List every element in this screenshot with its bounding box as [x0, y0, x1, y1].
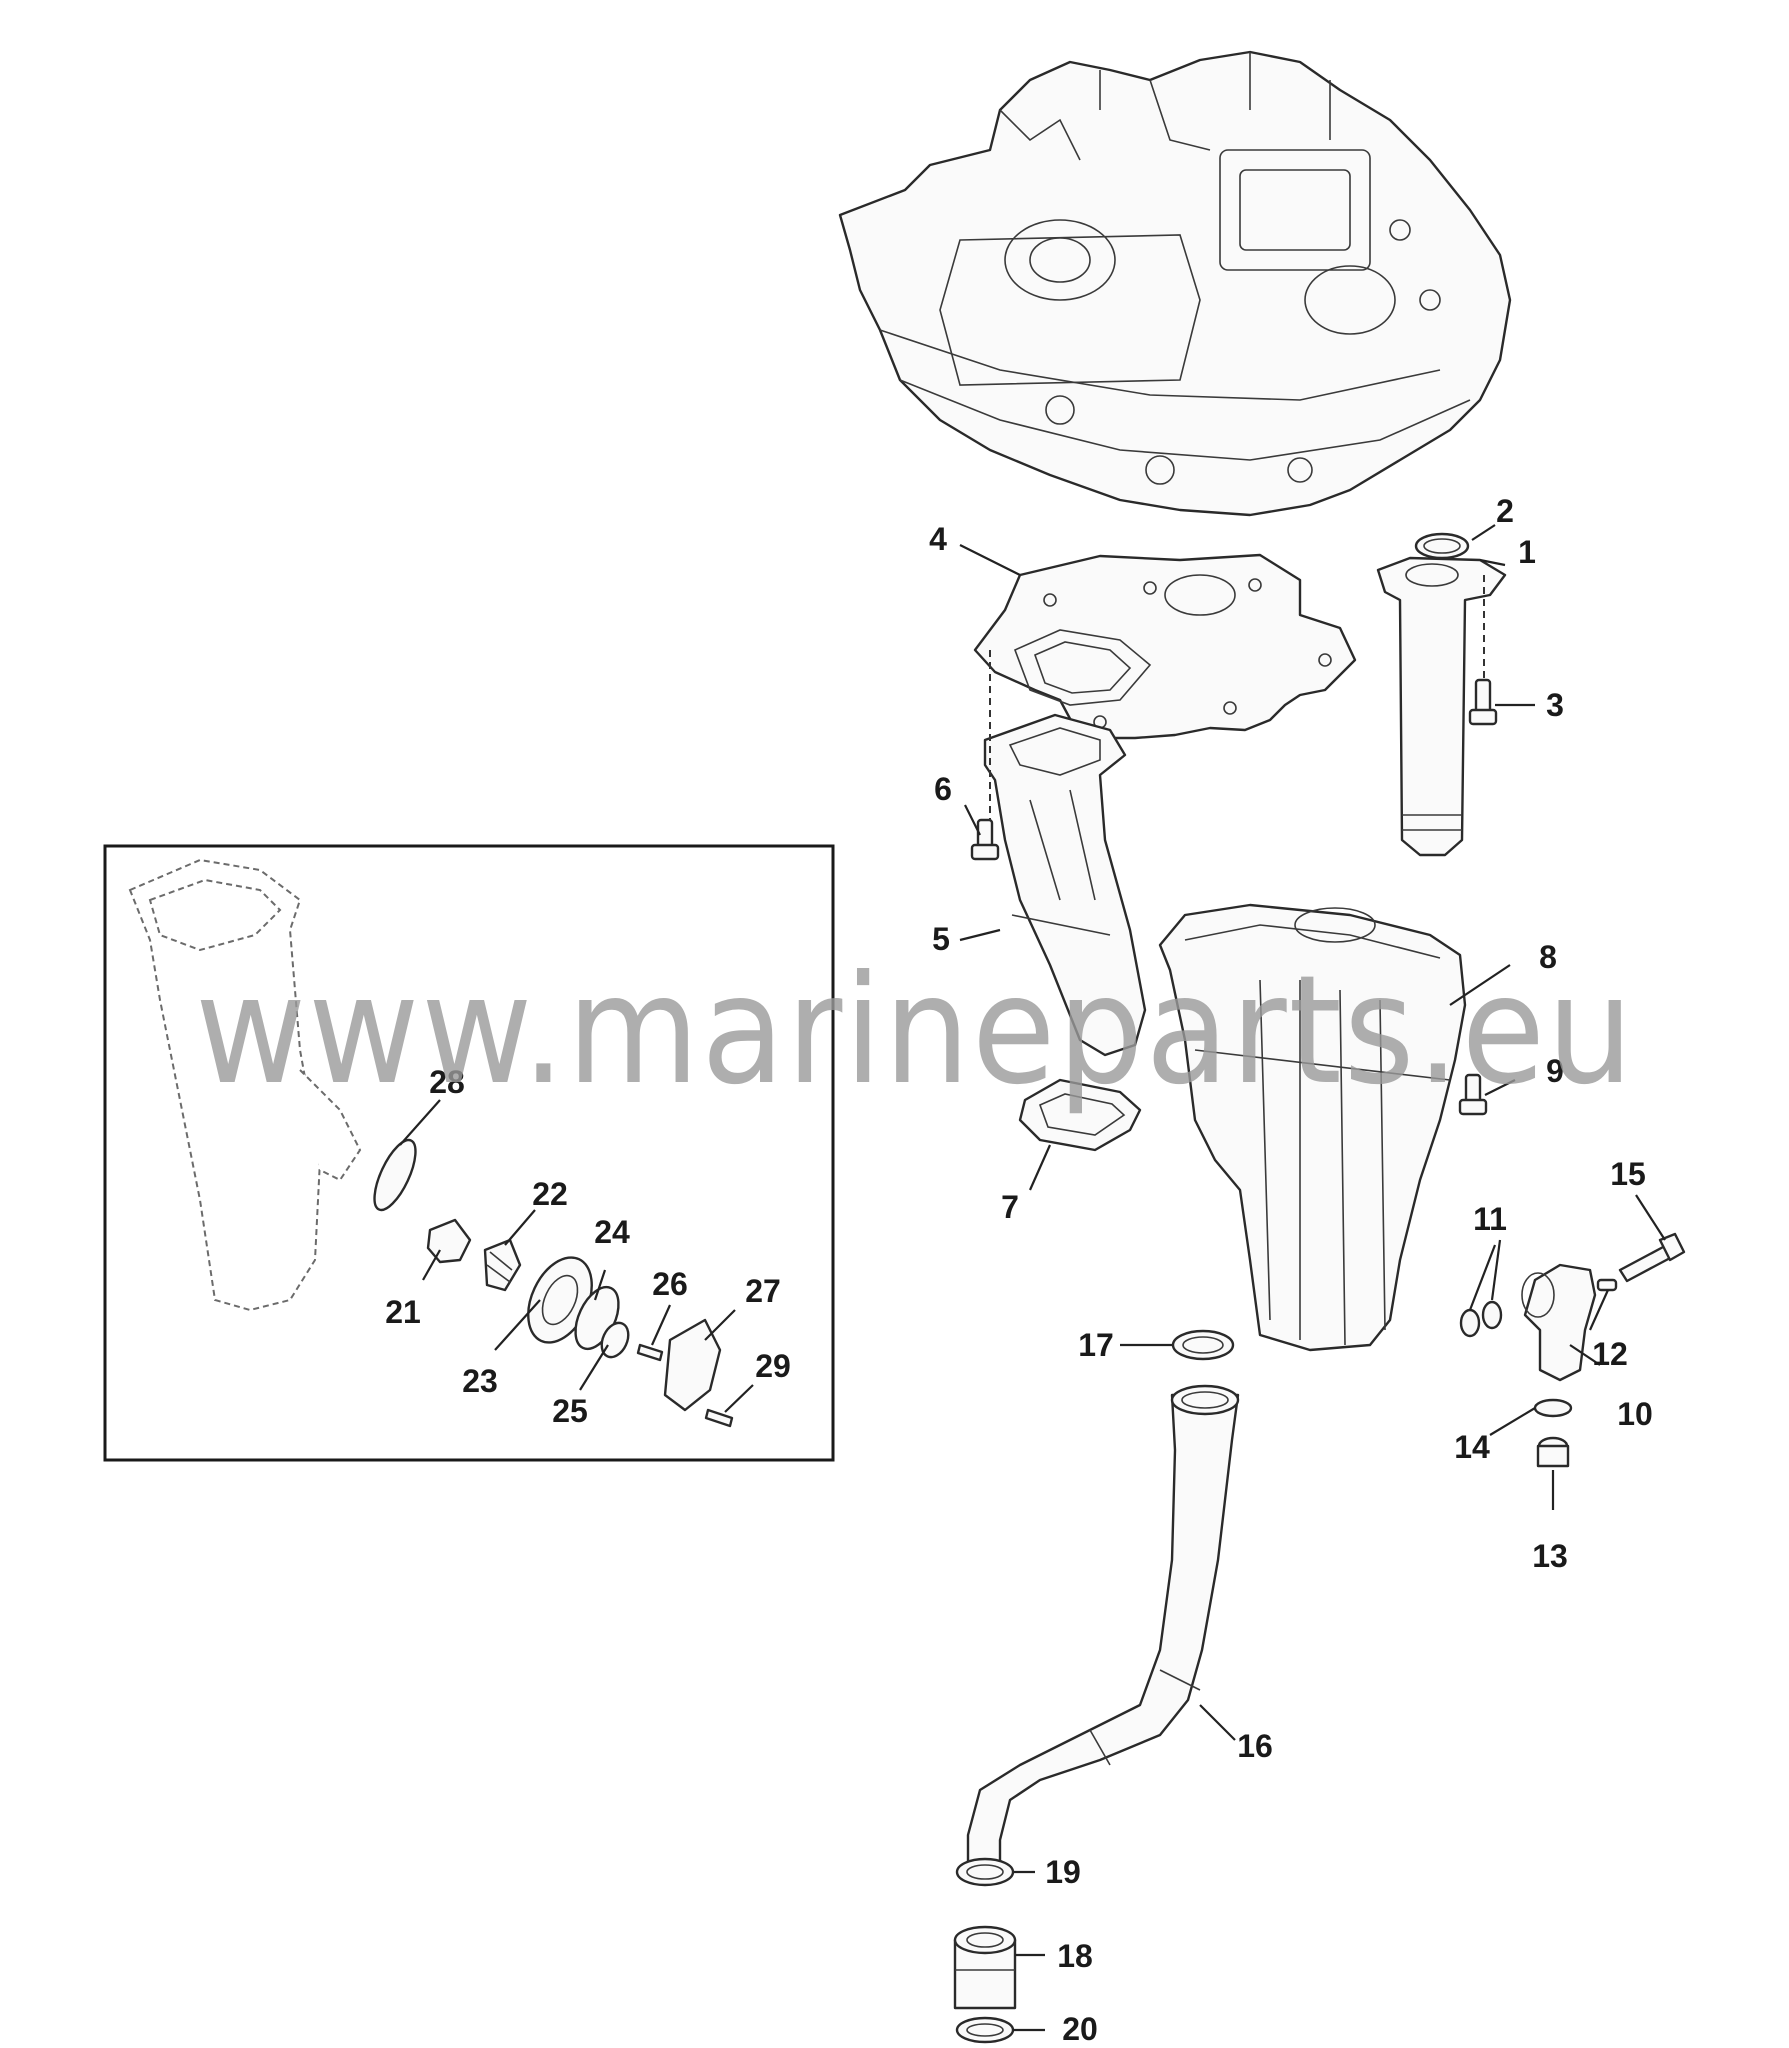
callout-2: 2 — [1496, 493, 1514, 529]
callout-11: 11 — [1473, 1201, 1507, 1237]
part-17-grommet — [1171, 1329, 1235, 1361]
part-3-bolt — [1468, 678, 1498, 726]
callout-13: 13 — [1532, 1538, 1568, 1574]
part-18-bushing — [953, 1925, 1017, 2010]
part-16-water-tube — [966, 1384, 1240, 1872]
part-8-housing — [1158, 903, 1467, 1352]
watermark-text: www.marineparts.eu — [195, 944, 1635, 1118]
callout-6: 6 — [934, 771, 952, 807]
callout-8: 8 — [1539, 939, 1557, 975]
part-11-o-rings — [1459, 1300, 1503, 1338]
part-7-seal — [1018, 1078, 1142, 1152]
callout-3: 3 — [1546, 687, 1564, 723]
callout-9: 9 — [1546, 1053, 1564, 1089]
part-4-gasket — [973, 553, 1357, 740]
callout-14: 14 — [1454, 1429, 1490, 1465]
callout-5: 5 — [932, 921, 950, 957]
callout-4: 4 — [929, 521, 947, 557]
callout-21: 21 — [385, 1294, 421, 1330]
callout-12: 12 — [1592, 1336, 1628, 1372]
detail-inset-frame — [103, 844, 835, 1462]
callout-24: 24 — [594, 1214, 630, 1250]
part-5-exhaust-tube — [983, 713, 1147, 1057]
callout-7: 7 — [1001, 1189, 1019, 1225]
part-15-bolt — [1618, 1232, 1686, 1283]
callout-10: 10 — [1617, 1396, 1653, 1432]
callout-26: 26 — [652, 1266, 688, 1302]
callout-27: 27 — [745, 1273, 781, 1309]
part-19-seal — [955, 1857, 1015, 1887]
callout-25: 25 — [552, 1393, 588, 1429]
callout-15: 15 — [1610, 1156, 1646, 1192]
callout-1: 1 — [1518, 534, 1536, 570]
part-12-pin — [1596, 1278, 1618, 1292]
callout-22: 22 — [532, 1176, 568, 1212]
callout-28: 28 — [429, 1064, 465, 1100]
part-10-elbow — [1521, 1263, 1597, 1382]
callout-20: 20 — [1062, 2011, 1098, 2047]
engine-block — [838, 50, 1512, 517]
part-9-bolt — [1458, 1073, 1488, 1116]
callout-labels: 1 2 3 4 5 6 7 8 9 10 11 12 13 14 15 16 1… — [385, 493, 1653, 2047]
inset-parts — [373, 1138, 734, 1428]
part-6-bolt — [970, 818, 1000, 861]
callout-16: 16 — [1237, 1728, 1273, 1764]
part-13-drain-plug — [1536, 1436, 1570, 1468]
part-20-seal — [955, 2016, 1015, 2044]
part-14-washer — [1533, 1398, 1573, 1418]
callout-17: 17 — [1078, 1327, 1114, 1363]
callout-19: 19 — [1045, 1854, 1081, 1890]
inset-exhaust-ghost — [128, 858, 362, 1312]
leader-lines — [399, 524, 1666, 2032]
callout-29: 29 — [755, 1348, 791, 1384]
callout-23: 23 — [462, 1363, 498, 1399]
callout-18: 18 — [1057, 1938, 1093, 1974]
